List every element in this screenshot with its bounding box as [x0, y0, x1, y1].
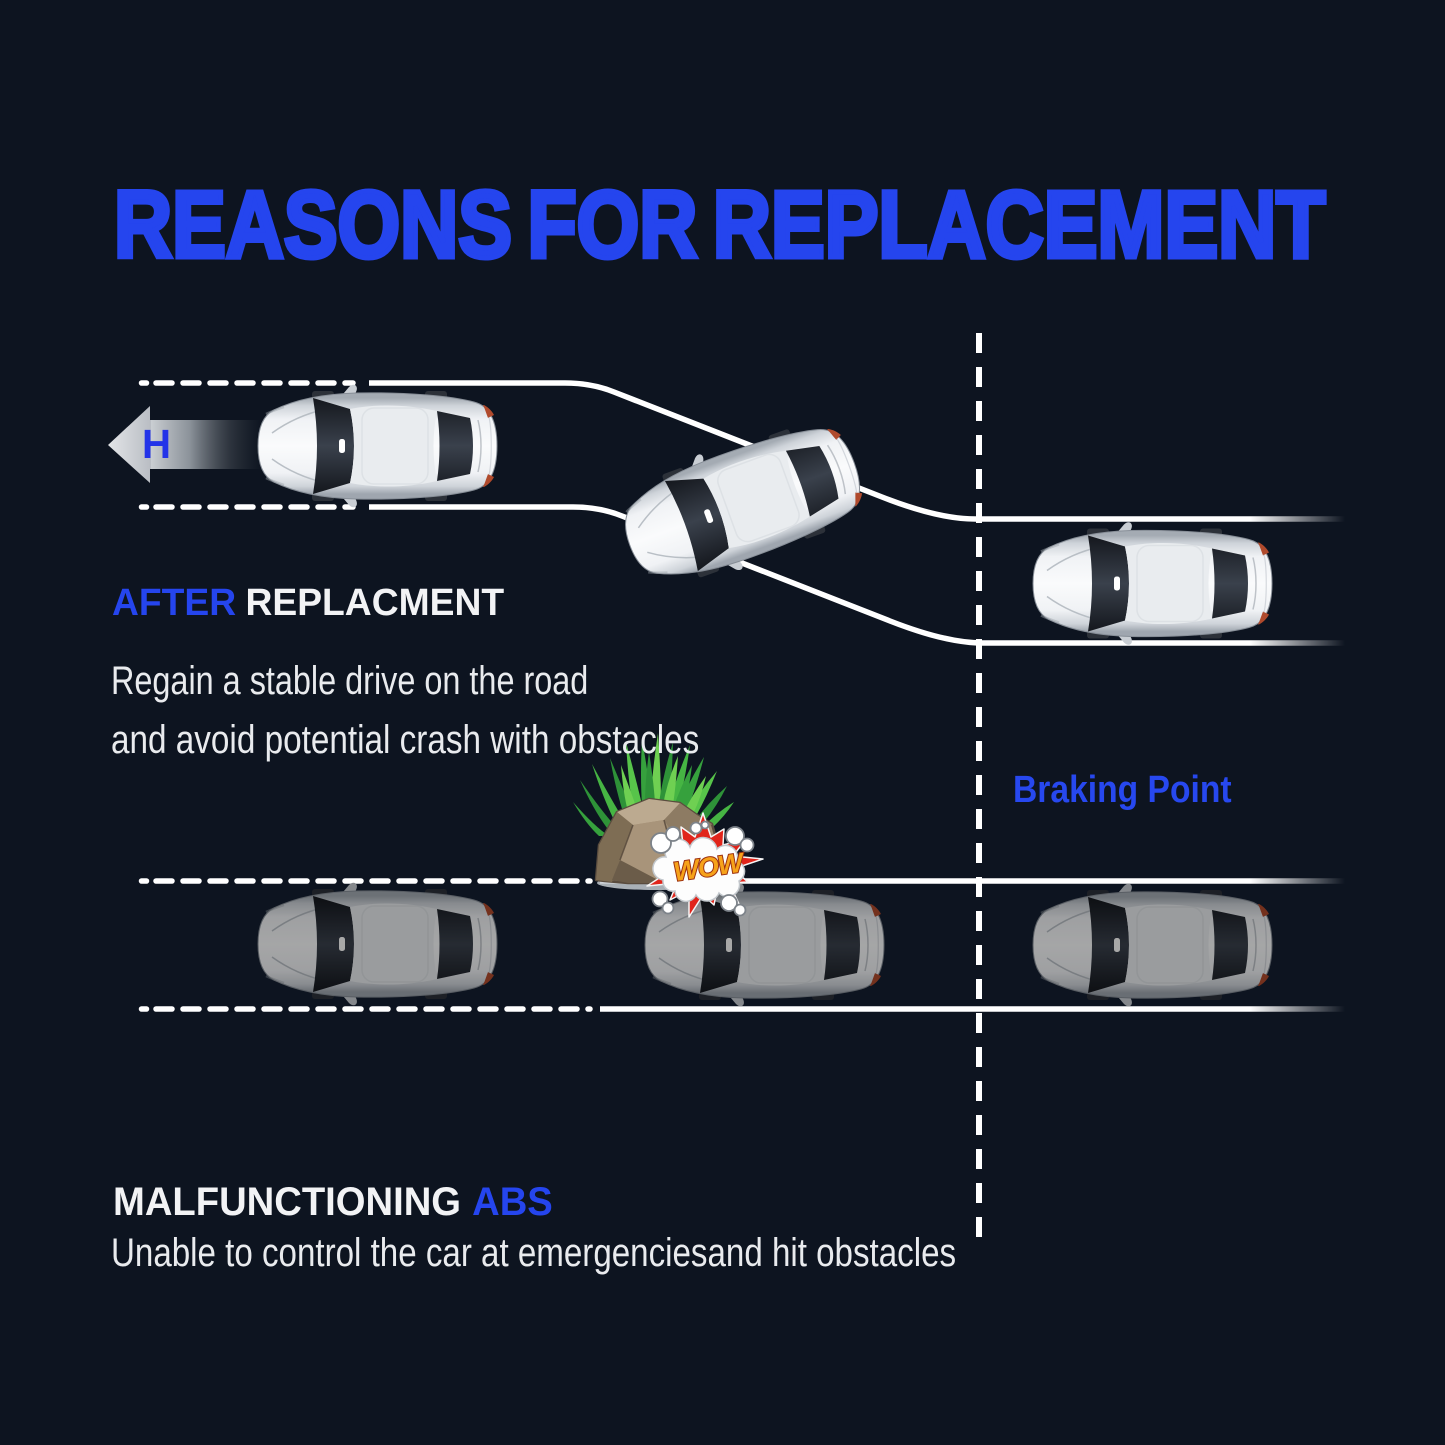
svg-text:H: H — [142, 421, 171, 467]
